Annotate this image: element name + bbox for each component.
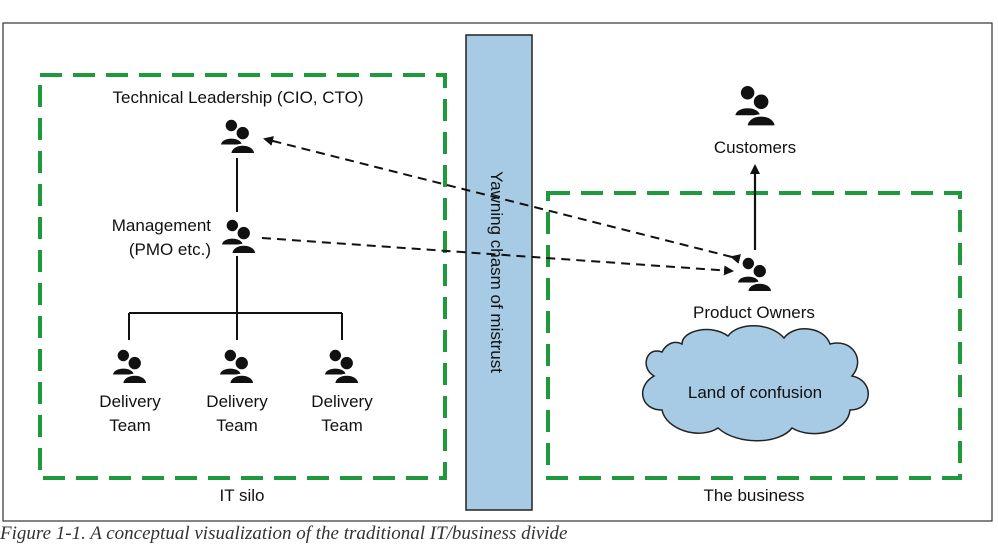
arrow-leadership-product-owners	[263, 136, 741, 264]
leadership-label: Technical Leadership (CIO, CTO)	[112, 88, 363, 107]
land-of-confusion-cloud	[641, 325, 869, 442]
figure-caption: Figure 1-1. A conceptual visualization o…	[0, 523, 568, 544]
people-icon	[219, 117, 257, 155]
management-label-line1: Management	[112, 216, 212, 235]
chasm-label: Yawning chasm of mistrust	[487, 171, 506, 373]
org-tree-lines	[128, 158, 343, 340]
people-icon	[220, 217, 258, 255]
business-label: The business	[703, 486, 804, 505]
delivery-team-2-line2: Team	[216, 416, 258, 435]
delivery-team-2-line1: Delivery	[206, 392, 268, 411]
delivery-team-1-line2: Team	[109, 416, 151, 435]
people-icon	[111, 347, 149, 385]
it-silo-box	[38, 73, 447, 480]
land-of-confusion-label: Land of confusion	[688, 383, 822, 402]
management-label-line2: (PMO etc.)	[129, 240, 211, 259]
delivery-team-3-line2: Team	[321, 416, 363, 435]
figure-frame	[2, 22, 993, 522]
chasm-bar	[465, 34, 533, 511]
people-icon	[733, 83, 777, 128]
product-owners-label: Product Owners	[693, 303, 815, 322]
people-icon	[218, 347, 256, 385]
delivery-team-3-line1: Delivery	[311, 392, 373, 411]
it-silo-label: IT silo	[219, 486, 264, 505]
people-icon	[736, 255, 774, 293]
customers-label: Customers	[714, 138, 796, 157]
arrow-management-product-owners	[261, 237, 734, 276]
delivery-team-1-line1: Delivery	[99, 392, 161, 411]
people-icon	[323, 347, 361, 385]
